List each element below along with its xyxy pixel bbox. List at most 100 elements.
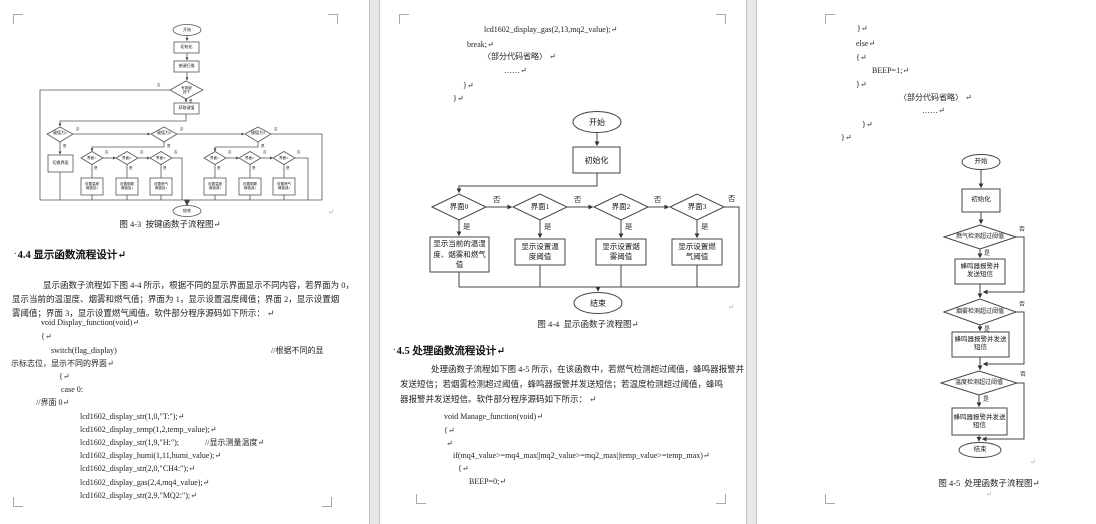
- branch-label: 是: [94, 166, 98, 170]
- flow-decision-label: 界面3: [279, 155, 288, 160]
- flow-node-label: 设置温度 阈值减1: [208, 182, 222, 190]
- branch-label: 是: [701, 222, 709, 231]
- code-line: switch(flag_display): [51, 346, 117, 355]
- branch-label: 是: [261, 144, 265, 148]
- flow-node-label: 获取键值: [178, 105, 195, 111]
- flow-node-label: 蜂鸣器报警并 发送短信: [960, 263, 1000, 278]
- document-page-3[interactable]: }↵ else↵ {↵ BEEP=1;↵ }↵ 〈部分代码省略〉 ↵ ……↵ }…: [757, 0, 1096, 524]
- document-page-1[interactable]: 开始 初始化 按键扫描 有按键 按下 获取键值 键值为1 键值为2 键值为3 切…: [0, 0, 369, 524]
- flow-start-node: 开始: [183, 26, 191, 32]
- branch-label: 否: [574, 195, 582, 204]
- branch-label: 否: [654, 195, 662, 204]
- flow-decision-label: 界面0: [449, 201, 469, 211]
- figure-caption: 图 4-5 处理函数子流程图↵: [938, 478, 1040, 488]
- paragraph-mark: ↵: [986, 490, 992, 498]
- flow-start-node: 开始: [974, 158, 988, 165]
- flow-decision-label: 键值为3: [251, 130, 265, 136]
- flow-node-label: 设置烟雾 阈值加1: [120, 182, 134, 190]
- paragraph-mark: ↵: [328, 208, 334, 216]
- flow-decision-label: 烟雾检测超过阈值: [955, 308, 1004, 315]
- flow-node-label: 初始化: [584, 155, 609, 165]
- branch-label: 否: [1019, 227, 1026, 233]
- body-line: 处理函数子流程如下图 4-5 所示，在该函数中，若燃气检测超过阈值，蜂鸣器报警并: [431, 364, 745, 374]
- body-line: 发送短信；若烟雾检测超过阈值，蜂鸣器报警并发送短信；若温度检测超过阈值，蜂鸣: [400, 379, 724, 389]
- branch-label: 否: [180, 127, 184, 131]
- paragraph-mark: ↵: [728, 303, 734, 311]
- flow-node-label: 设置燃气 阈值减1: [277, 182, 291, 190]
- flow-end-node: 结束: [590, 298, 606, 308]
- flow-node-label: 切换界面: [52, 160, 69, 166]
- branch-label: 是: [129, 166, 133, 170]
- branch-label: 是: [63, 144, 67, 148]
- code-line: {↵: [59, 372, 70, 381]
- code-line: {↵: [444, 426, 455, 435]
- document-page-2[interactable]: lcd1602_display_gas(2,13,mq2_value);↵ br…: [380, 0, 746, 524]
- body-line: 显示当前的温湿度、烟雾和燃气值；界面为 1，显示设置温度阈值；界面 2，显示设置…: [12, 294, 340, 304]
- branch-label: 否: [297, 150, 301, 154]
- branch-label: 是: [544, 222, 552, 231]
- code-line: lcd1602_display_gas(2,4,mq4_value);↵: [80, 478, 210, 487]
- text-boundary-mark: [328, 14, 338, 24]
- code-line: BEEP=0;↵: [469, 477, 506, 486]
- text-boundary-mark: [416, 494, 426, 504]
- text-boundary-mark: [399, 14, 409, 24]
- text-boundary-mark: [13, 14, 23, 24]
- flow-decision-label: 界面1: [530, 201, 550, 211]
- flow-decision-label: 界面1: [210, 155, 219, 160]
- code-line: 〈部分代码省略〉 ↵: [899, 93, 972, 102]
- flow-decision-label: 界面3: [687, 201, 707, 211]
- code-line: {↵: [458, 464, 469, 473]
- branch-label: 是: [463, 222, 471, 231]
- code-line: break;↵: [467, 40, 494, 49]
- code-line: void Display_function(void)↵: [41, 318, 140, 327]
- flow-decision-label: 界面1: [87, 155, 96, 160]
- branch-label: 否: [174, 150, 178, 154]
- code-line: {↵: [41, 332, 52, 341]
- code-line: }↵: [862, 120, 873, 129]
- branch-label: 是: [167, 144, 171, 148]
- branch-label: 否: [493, 195, 501, 204]
- flow-node-label: 显示设置温 度阈值: [521, 241, 559, 262]
- flow-end-node: 结束: [183, 207, 191, 213]
- flow-decision-label: 有按键 按下: [181, 85, 192, 94]
- flow-node-label: 设置烟雾 阈值减1: [243, 182, 257, 190]
- code-line: lcd1602_display_str(1,0,"T:");↵: [80, 412, 185, 421]
- code-line: }↵: [463, 81, 474, 90]
- code-line: ↵: [446, 439, 453, 448]
- code-line: lcd1602_display_str(2,9,"MQ2:");↵: [80, 491, 197, 500]
- text-boundary-mark: [825, 14, 835, 24]
- code-comment: //显示测量温度↵: [205, 438, 265, 447]
- flow-decision-label: 界面2: [611, 201, 631, 211]
- code-line: lcd1602_display_humi(1,11,humi_value);↵: [80, 451, 222, 460]
- flow-decision-label: 界面2: [245, 155, 254, 160]
- flow-decision-label: 键值为2: [157, 130, 171, 136]
- section-heading-4-5: ·4.5 处理函数流程设计↵: [393, 345, 506, 357]
- flowchart-manage-function: [939, 154, 1025, 458]
- outline-bullet: ·: [393, 345, 396, 354]
- body-line: 器报警并发送短信。软件部分程序源码如下所示： ↵: [400, 394, 597, 404]
- code-line: }↵: [856, 80, 867, 89]
- body-line: 雾阈值；界面 3，显示设置燃气阈值。软件部分程序源码如下所示： ↵: [12, 308, 275, 318]
- branch-label: 是: [983, 397, 990, 403]
- flowchart-key-function: [39, 24, 323, 217]
- branch-label: 否: [157, 83, 161, 87]
- code-line: }↵: [841, 133, 852, 142]
- branch-label: 否: [105, 150, 109, 154]
- figure-caption: 图 4-3 按键函数子流程图↵: [119, 219, 221, 229]
- code-comment: //界面 0↵: [36, 398, 70, 407]
- flow-node-label: 蜂鸣器报警并发送 短信: [954, 336, 1007, 351]
- text-boundary-mark: [322, 497, 332, 507]
- code-line: 〈部分代码省略〉 ↵: [483, 52, 556, 61]
- branch-label: 否: [228, 150, 232, 154]
- branch-label: 否: [1019, 302, 1026, 308]
- branch-label: 是: [252, 166, 256, 170]
- branch-label: 是: [286, 166, 290, 170]
- code-line: }↵: [453, 94, 464, 103]
- flow-node-label: 蜂鸣器报警并发送 短信: [953, 413, 1006, 429]
- flow-node-label: 显示设置燃 气阈值: [678, 241, 716, 262]
- code-comment: 示标志位，显示不同的界面↵: [11, 359, 114, 368]
- branch-label: 否: [76, 127, 80, 131]
- code-line: case 0:: [61, 385, 83, 394]
- flow-decision-label: 界面2: [122, 155, 131, 160]
